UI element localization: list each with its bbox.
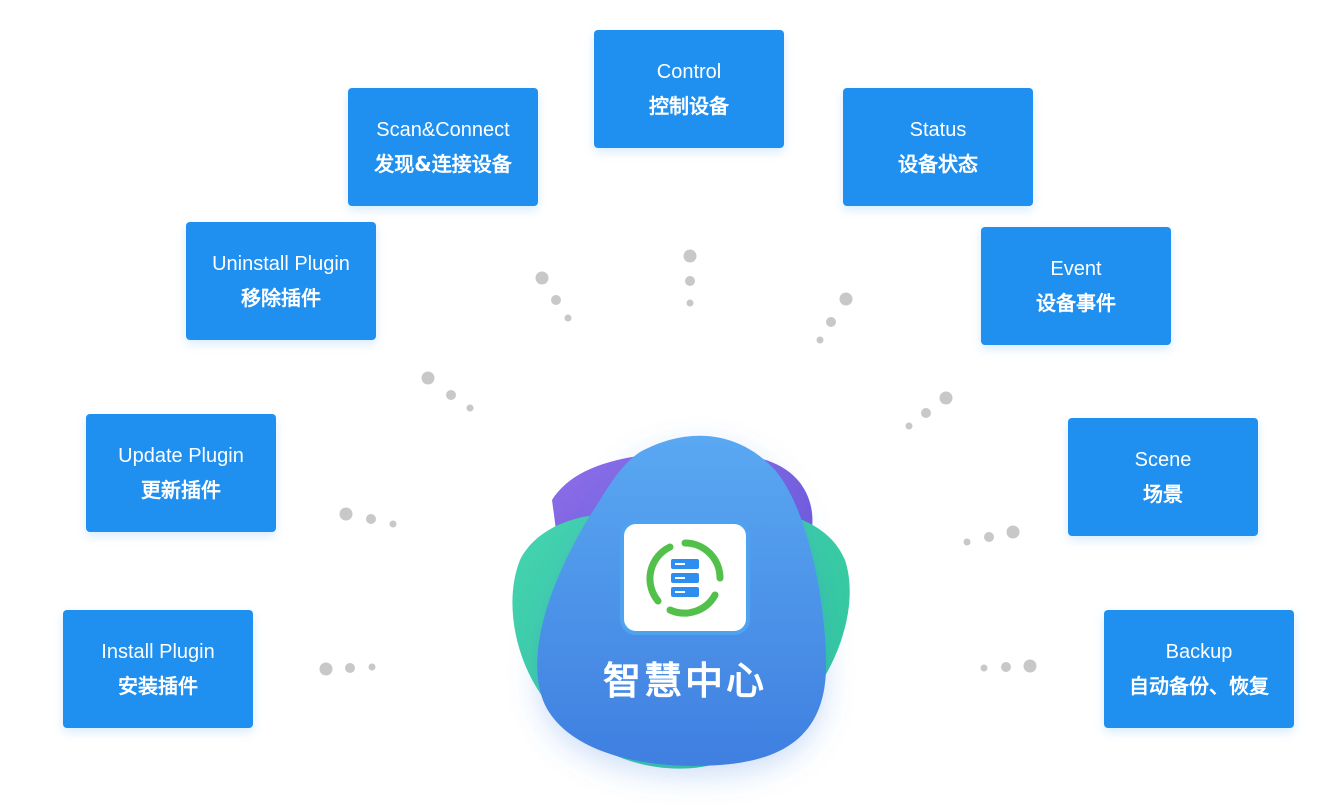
- box-uninstall-plugin-en: Uninstall Plugin: [212, 253, 350, 275]
- box-status-zh: 设备状态: [898, 152, 978, 176]
- box-update-plugin-en: Update Plugin: [118, 445, 244, 467]
- dots-install-plugin: [319, 662, 376, 676]
- box-status-en: Status: [909, 119, 967, 141]
- smart-hub-icon: [620, 520, 750, 635]
- box-control-zh: 控制设备: [649, 94, 729, 118]
- server-stack-icon: [646, 539, 724, 617]
- box-backup-en: Backup: [1165, 641, 1233, 663]
- dots-scan-connect: [535, 271, 572, 322]
- box-install-plugin: Install Plugin 安装插件: [63, 610, 253, 728]
- box-control-en: Control: [656, 61, 722, 83]
- box-backup-zh: 自动备份、恢复: [1129, 674, 1269, 698]
- box-event-en: Event: [1050, 258, 1102, 280]
- box-uninstall-plugin: Uninstall Plugin 移除插件: [186, 222, 376, 340]
- box-scene: Scene 场景: [1068, 418, 1258, 536]
- dots-status: [816, 292, 853, 344]
- box-event: Event 设备事件: [981, 227, 1171, 345]
- box-scan-connect-en: Scan&Connect: [376, 119, 510, 141]
- box-status: Status 设备状态: [843, 88, 1033, 206]
- box-update-plugin: Update Plugin 更新插件: [86, 414, 276, 532]
- box-event-zh: 设备事件: [1036, 291, 1116, 315]
- box-uninstall-plugin-zh: 移除插件: [241, 286, 321, 310]
- box-scan-connect: Scan&Connect 发现&连接设备: [348, 88, 538, 206]
- box-control: Control 控制设备: [594, 30, 784, 148]
- box-backup: Backup 自动备份、恢复: [1104, 610, 1294, 728]
- dots-event: [905, 391, 953, 430]
- dots-uninstall-plugin: [421, 371, 474, 412]
- dots-scene: [963, 525, 1020, 546]
- dots-control: [683, 249, 697, 307]
- dots-update-plugin: [339, 507, 397, 528]
- dots-backup: [980, 659, 1037, 673]
- box-install-plugin-en: Install Plugin: [101, 641, 215, 663]
- box-install-plugin-zh: 安装插件: [118, 674, 198, 698]
- box-scene-zh: 场景: [1143, 482, 1183, 506]
- box-update-plugin-zh: 更新插件: [141, 478, 221, 502]
- box-scan-connect-zh: 发现&连接设备: [374, 152, 512, 176]
- box-scene-en: Scene: [1134, 449, 1192, 471]
- hub-title: 智慧中心: [602, 659, 767, 703]
